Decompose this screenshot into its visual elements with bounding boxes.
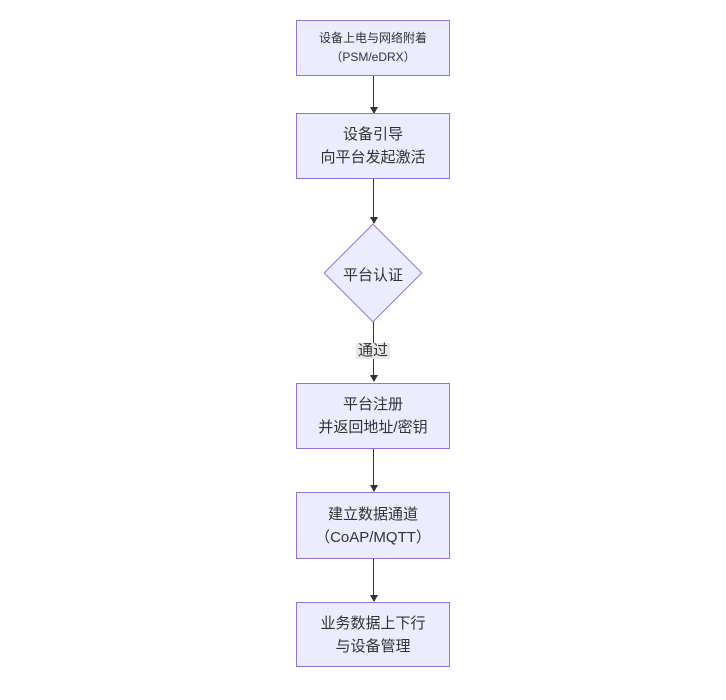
node-bootstrap: 设备引导 向平台发起激活 — [296, 113, 450, 179]
node-data-channel-line1: 建立数据通道 — [327, 505, 418, 523]
node-data-channel: 建立数据通道 （CoAP/MQTT） — [296, 492, 450, 559]
node-power-attach: 设备上电与网络附着 （PSM/eDRX） — [296, 20, 450, 76]
node-platform-auth-label: 平台认证 — [342, 267, 403, 284]
node-register-line1: 平台注册 — [342, 396, 403, 413]
node-power-attach-line1: 设备上电与网络附着 — [318, 31, 427, 45]
node-power-attach-line2: （PSM/eDRX） — [330, 50, 416, 64]
arrow-channel-to-business — [369, 559, 378, 602]
arrow-register-to-channel — [369, 449, 378, 492]
arrow-boot-to-auth — [369, 179, 378, 224]
arrow-power-to-boot — [369, 76, 378, 114]
node-bootstrap-line2: 向平台发起激活 — [320, 149, 426, 166]
node-business-line1: 业务数据上下行 — [320, 614, 426, 632]
node-data-channel-line2: （CoAP/MQTT） — [315, 528, 431, 546]
node-bootstrap-line1: 设备引导 — [342, 126, 403, 143]
edge-label-pass: 通过 — [355, 342, 391, 359]
node-register: 平台注册 并返回地址/密钥 — [296, 383, 450, 449]
node-register-line2: 并返回地址/密钥 — [318, 419, 428, 436]
node-business: 业务数据上下行 与设备管理 — [296, 602, 450, 667]
node-business-line2: 与设备管理 — [335, 637, 411, 655]
